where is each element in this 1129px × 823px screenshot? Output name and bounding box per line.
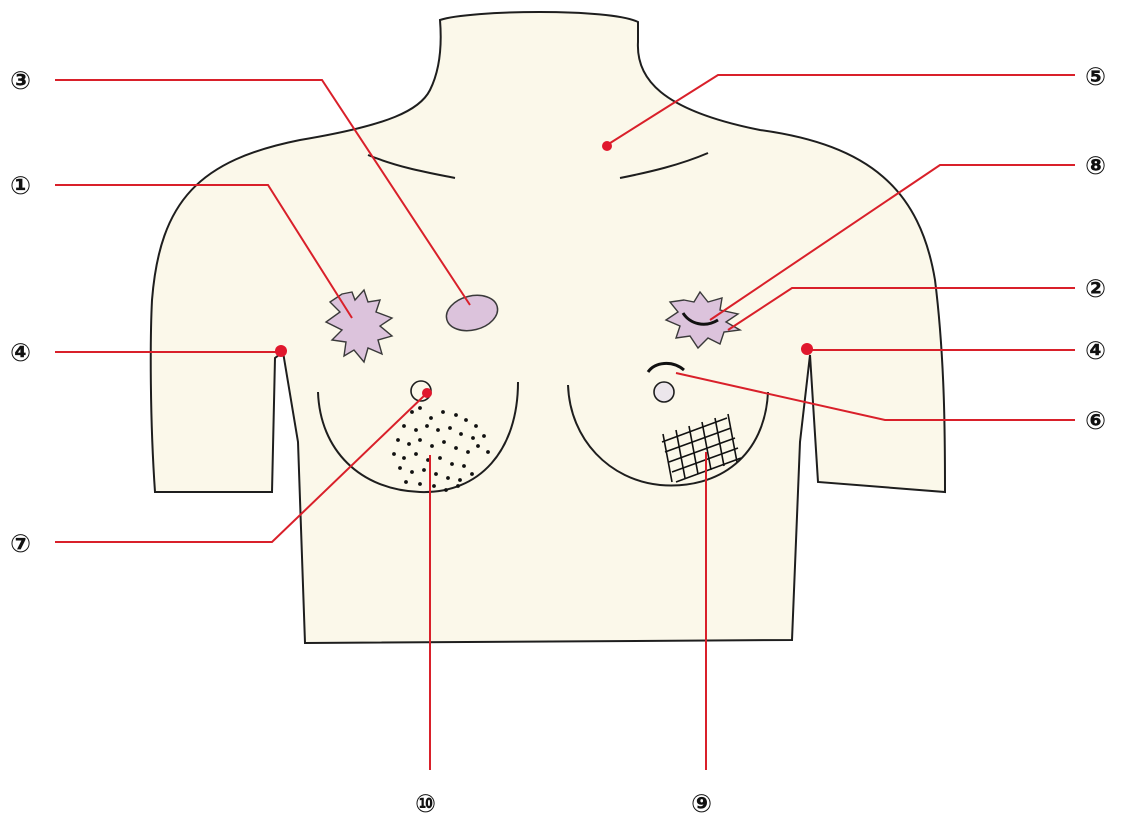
texture-dot: [442, 440, 446, 444]
callout-2: ②: [1085, 274, 1106, 303]
texture-dot: [450, 462, 454, 466]
texture-dot: [396, 438, 400, 442]
texture-dot: [414, 428, 418, 432]
texture-dot: [454, 446, 458, 450]
texture-dot: [414, 452, 418, 456]
texture-dot: [476, 444, 480, 448]
callout-4-right: ④: [1085, 336, 1106, 365]
callout-10: ⑩: [415, 789, 436, 818]
callout-5: ⑤: [1085, 62, 1106, 91]
texture-dot: [458, 478, 462, 482]
texture-dot: [438, 456, 442, 460]
texture-dot: [441, 410, 445, 414]
texture-dot: [410, 470, 414, 474]
texture-dot: [430, 444, 434, 448]
texture-dot: [459, 432, 463, 436]
texture-dot: [398, 466, 402, 470]
right-nipple: [654, 382, 674, 402]
texture-dot: [418, 482, 422, 486]
marker-7: [422, 388, 432, 398]
texture-dot: [432, 484, 436, 488]
marker-4-right: [801, 343, 813, 355]
texture-dot: [425, 424, 429, 428]
callout-4-left: ④: [10, 338, 31, 367]
marker-4-left: [275, 345, 287, 357]
texture-dot: [404, 480, 408, 484]
texture-dot: [462, 464, 466, 468]
texture-dot: [402, 456, 406, 460]
texture-dot: [429, 416, 433, 420]
texture-dot: [410, 410, 414, 414]
texture-dot: [434, 472, 438, 476]
torso-outline: [151, 12, 945, 643]
callout-8: ⑧: [1085, 151, 1106, 180]
texture-dot: [471, 436, 475, 440]
callout-9: ⑨: [691, 789, 712, 818]
texture-dot: [402, 424, 406, 428]
callout-6: ⑥: [1085, 406, 1106, 435]
texture-dot: [456, 484, 460, 488]
callout-1: ①: [10, 171, 31, 200]
callout-3: ③: [10, 66, 31, 95]
texture-dot: [392, 452, 396, 456]
texture-dot: [470, 472, 474, 476]
texture-dot: [418, 438, 422, 442]
texture-dot: [466, 450, 470, 454]
texture-dot: [407, 442, 411, 446]
texture-dot: [422, 468, 426, 472]
texture-dot: [436, 428, 440, 432]
marker-5: [602, 141, 612, 151]
callout-7: ⑦: [10, 529, 31, 558]
texture-dot: [482, 434, 486, 438]
texture-dot: [448, 426, 452, 430]
texture-dot: [474, 424, 478, 428]
texture-dot: [454, 413, 458, 417]
texture-dot: [486, 450, 490, 454]
texture-dot: [464, 418, 468, 422]
texture-dot: [418, 406, 422, 410]
texture-dot: [444, 488, 448, 492]
texture-dot: [446, 476, 450, 480]
